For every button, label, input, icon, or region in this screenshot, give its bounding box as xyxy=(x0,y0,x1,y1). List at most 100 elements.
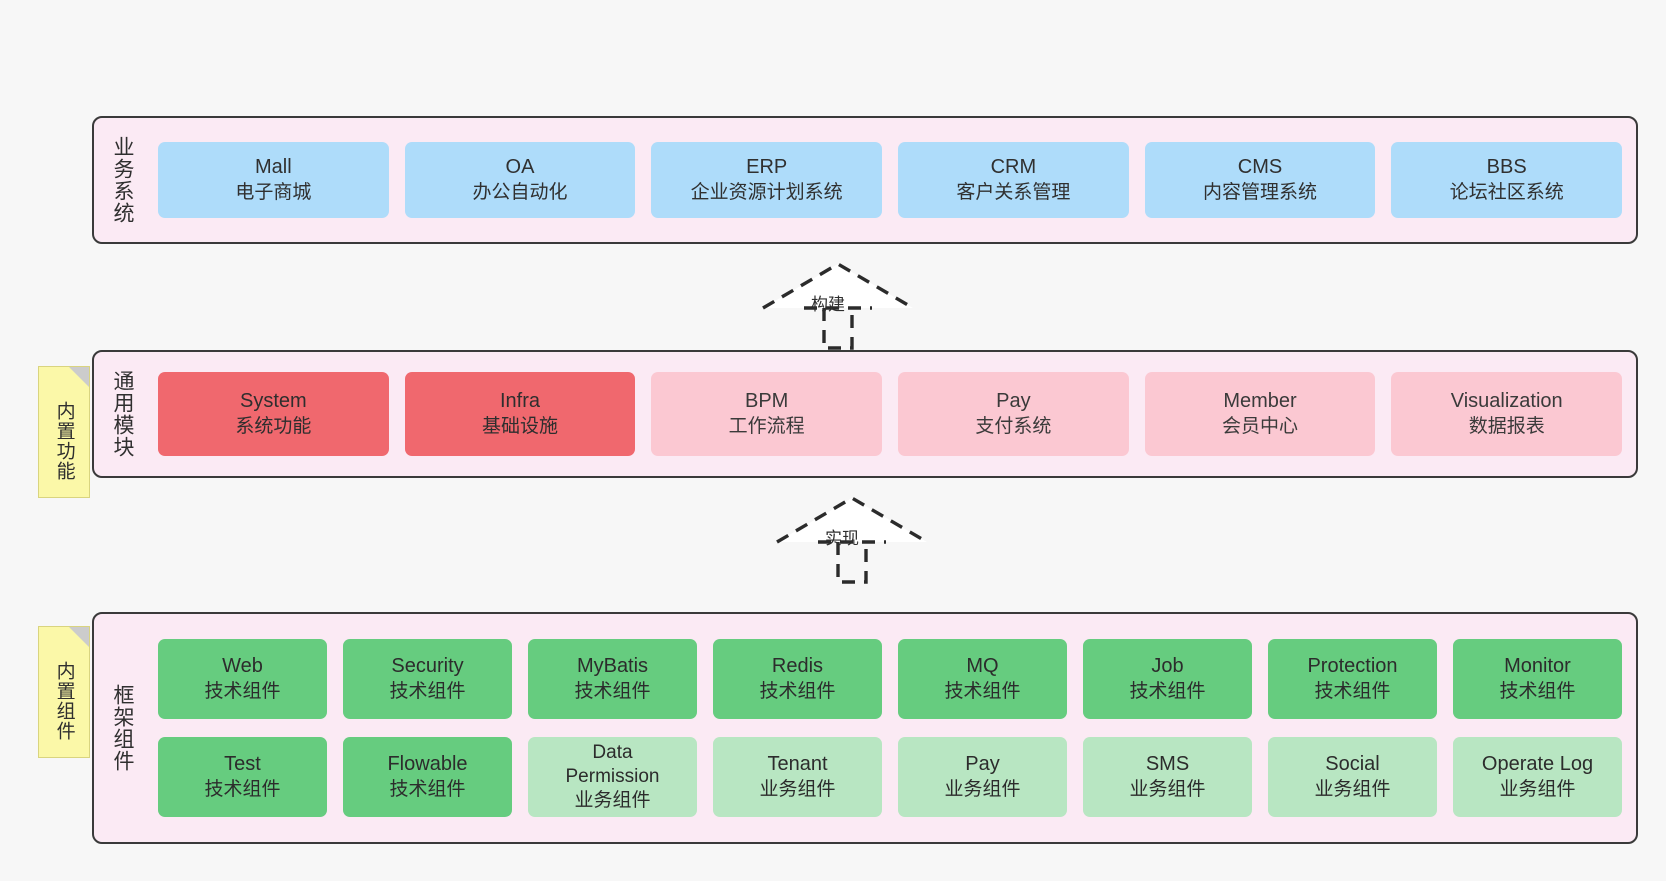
card-title: Flowable xyxy=(387,753,468,776)
card-subtitle: 技术组件 xyxy=(574,680,651,702)
card-subtitle: 技术组件 xyxy=(204,680,281,702)
card-subtitle: 技术组件 xyxy=(1129,680,1206,702)
card-title: Pay xyxy=(965,753,1000,776)
implement-connector: 实现 xyxy=(772,492,932,584)
card-tenant[interactable]: Tenant 业务组件 xyxy=(713,737,882,817)
card-title: Redis xyxy=(771,655,824,678)
card-title: Mall xyxy=(255,156,292,179)
card-title: CRM xyxy=(990,156,1037,179)
card-subtitle: 会员中心 xyxy=(1222,415,1299,437)
card-title: Operate Log xyxy=(1481,753,1594,776)
card-title: Protection xyxy=(1307,655,1398,678)
card-subtitle: 数据报表 xyxy=(1468,415,1545,437)
card-oa[interactable]: OA 办公自动化 xyxy=(404,142,636,218)
card-security[interactable]: Security 技术组件 xyxy=(343,639,512,719)
card-visualization[interactable]: Visualization 数据报表 xyxy=(1391,372,1623,456)
card-subtitle: 业务组件 xyxy=(1129,778,1206,800)
card-web[interactable]: Web 技术组件 xyxy=(158,639,327,719)
build-connector: 构建 xyxy=(758,258,918,350)
card-subtitle: 企业资源计划系统 xyxy=(690,181,843,203)
card-mq[interactable]: MQ 技术组件 xyxy=(898,639,1067,719)
card-operate-log[interactable]: Operate Log 业务组件 xyxy=(1453,737,1622,817)
card-subtitle: 技术组件 xyxy=(389,778,466,800)
card-subtitle: 业务组件 xyxy=(574,790,651,812)
card-member[interactable]: Member 会员中心 xyxy=(1144,372,1376,456)
card-job[interactable]: Job 技术组件 xyxy=(1083,639,1252,719)
card-subtitle: 电子商城 xyxy=(235,181,312,203)
card-title: Job xyxy=(1151,655,1184,678)
card-pay-component[interactable]: Pay 业务组件 xyxy=(898,737,1067,817)
business-system-layer-label: 业务系统 xyxy=(110,136,134,224)
framework-tech-row: Web 技术组件 Security 技术组件 MyBatis 技术组件 Redi… xyxy=(158,639,1622,719)
card-title: SMS xyxy=(1145,753,1190,776)
card-title: ERP xyxy=(746,156,788,179)
card-title: MQ xyxy=(966,655,999,678)
card-subtitle: 系统功能 xyxy=(235,415,312,437)
card-system[interactable]: System 系统功能 xyxy=(158,372,389,456)
card-subtitle: 技术组件 xyxy=(759,680,836,702)
common-module-layer-label: 通用模块 xyxy=(110,370,134,458)
card-infra[interactable]: Infra 基础设施 xyxy=(404,372,636,456)
card-test[interactable]: Test 技术组件 xyxy=(158,737,327,817)
card-cms[interactable]: CMS 内容管理系统 xyxy=(1144,142,1376,218)
card-subtitle: 业务组件 xyxy=(944,778,1021,800)
card-data-permission[interactable]: Data Permission 业务组件 xyxy=(528,737,697,817)
card-subtitle: 技术组件 xyxy=(389,680,466,702)
common-module-layer-body: System 系统功能 Infra 基础设施 BPM 工作流程 Pay 支付系统… xyxy=(144,352,1636,476)
card-subtitle: 技术组件 xyxy=(1499,680,1576,702)
business-system-row: Mall 电子商城 OA 办公自动化 ERP 企业资源计划系统 CRM 客户关系… xyxy=(158,142,1623,218)
card-subtitle: 论坛社区系统 xyxy=(1449,181,1564,203)
builtin-components-note[interactable]: 内置组件 xyxy=(38,626,90,758)
framework-business-row: Test 技术组件 Flowable 技术组件 Data Permission … xyxy=(158,737,1622,817)
card-pay-module[interactable]: Pay 支付系统 xyxy=(898,372,1129,456)
builtin-components-note-text: 内置组件 xyxy=(53,661,75,741)
card-title: Monitor xyxy=(1504,655,1571,678)
card-subtitle: 技术组件 xyxy=(204,778,281,800)
card-title: MyBatis xyxy=(576,655,649,678)
card-crm[interactable]: CRM 客户关系管理 xyxy=(898,142,1129,218)
card-title: Pay xyxy=(996,390,1031,413)
card-bpm[interactable]: BPM 工作流程 xyxy=(651,372,883,456)
card-subtitle: 客户关系管理 xyxy=(956,181,1071,203)
card-subtitle: 业务组件 xyxy=(759,778,836,800)
build-connector-label: 构建 xyxy=(811,295,845,314)
card-title: Tenant xyxy=(767,753,828,776)
card-title: Visualization xyxy=(1450,390,1563,413)
card-social[interactable]: Social 业务组件 xyxy=(1268,737,1437,817)
framework-component-layer-label: 框架组件 xyxy=(110,684,134,772)
card-title: BBS xyxy=(1486,156,1527,179)
card-subtitle: 内容管理系统 xyxy=(1203,181,1318,203)
card-title: Infra xyxy=(499,390,541,413)
card-title: CMS xyxy=(1237,156,1283,179)
builtin-features-note-text: 内置功能 xyxy=(53,401,75,481)
business-system-layer: 业务系统 Mall 电子商城 OA 办公自动化 ERP 企业资源计划系统 CRM… xyxy=(92,116,1638,244)
card-sms[interactable]: SMS 业务组件 xyxy=(1083,737,1252,817)
card-title: BPM xyxy=(745,390,789,413)
card-redis[interactable]: Redis 技术组件 xyxy=(713,639,882,719)
framework-component-layer: 框架组件 Web 技术组件 Security 技术组件 MyBatis 技术组件… xyxy=(92,612,1638,844)
card-subtitle: 技术组件 xyxy=(944,680,1021,702)
card-mybatis[interactable]: MyBatis 技术组件 xyxy=(528,639,697,719)
card-subtitle: 技术组件 xyxy=(1314,680,1391,702)
card-subtitle: 工作流程 xyxy=(728,415,805,437)
business-system-layer-body: Mall 电子商城 OA 办公自动化 ERP 企业资源计划系统 CRM 客户关系… xyxy=(144,118,1636,242)
card-mall[interactable]: Mall 电子商城 xyxy=(158,142,389,218)
card-title: Web xyxy=(222,655,263,678)
card-subtitle: 办公自动化 xyxy=(472,181,568,203)
card-protection[interactable]: Protection 技术组件 xyxy=(1268,639,1437,719)
card-bbs[interactable]: BBS 论坛社区系统 xyxy=(1391,142,1623,218)
card-title: System xyxy=(239,390,307,413)
common-module-row: System 系统功能 Infra 基础设施 BPM 工作流程 Pay 支付系统… xyxy=(158,372,1623,456)
card-flowable[interactable]: Flowable 技术组件 xyxy=(343,737,512,817)
card-subtitle: 业务组件 xyxy=(1314,778,1391,800)
card-erp[interactable]: ERP 企业资源计划系统 xyxy=(651,142,883,218)
card-subtitle: 业务组件 xyxy=(1499,778,1576,800)
builtin-features-note[interactable]: 内置功能 xyxy=(38,366,90,498)
card-title: Data Permission xyxy=(565,741,660,787)
card-title: Test xyxy=(224,753,261,776)
card-title: Social xyxy=(1325,753,1380,776)
card-monitor[interactable]: Monitor 技术组件 xyxy=(1453,639,1622,719)
card-title: OA xyxy=(505,156,535,179)
card-title: Security xyxy=(391,655,464,678)
